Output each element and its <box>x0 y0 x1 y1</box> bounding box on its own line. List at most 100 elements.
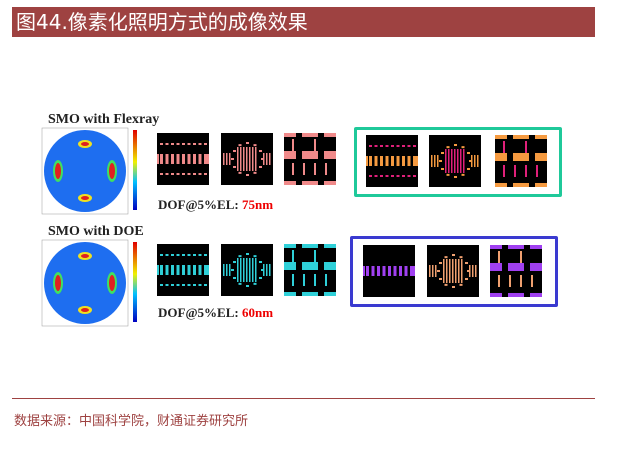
pattern-mark <box>461 146 465 149</box>
pattern-mark <box>231 158 234 160</box>
pattern-mark <box>303 163 305 175</box>
pattern-mark <box>471 155 473 167</box>
pattern-mark <box>246 142 249 144</box>
pattern-mark <box>263 153 265 165</box>
pattern-mark <box>284 181 336 185</box>
pattern-mark <box>182 154 185 164</box>
pattern-mark <box>385 156 389 166</box>
pattern-mark <box>446 259 448 283</box>
pattern-mark <box>461 259 463 283</box>
pattern-mark <box>439 278 443 280</box>
pattern-mark <box>182 143 185 145</box>
mask-pattern-lines <box>157 133 209 185</box>
pattern-mark <box>246 174 249 176</box>
pattern-mark <box>238 255 242 258</box>
pattern-mark <box>413 145 416 147</box>
pattern-mark <box>240 147 242 171</box>
pattern-mark <box>524 245 530 297</box>
pattern-mark <box>404 285 408 287</box>
pattern-mark <box>474 155 476 167</box>
pattern-mark <box>198 284 202 286</box>
pattern-mark <box>266 264 268 276</box>
pattern-mark <box>237 258 239 282</box>
pattern-mark <box>193 284 196 286</box>
pattern-mark <box>520 275 522 287</box>
pattern-mark <box>238 282 242 285</box>
pattern-mark <box>454 176 457 178</box>
pattern-mark <box>407 175 411 177</box>
pattern-mark <box>284 133 336 137</box>
pattern-mark <box>498 275 500 287</box>
pattern-mark <box>458 259 460 283</box>
pattern-mark <box>396 145 400 147</box>
pattern-mark <box>187 254 191 256</box>
pattern-mark <box>520 251 522 263</box>
pattern-mark <box>396 156 400 166</box>
pattern-mark <box>193 265 196 275</box>
pattern-mark <box>388 266 391 276</box>
pattern-mark <box>176 154 180 164</box>
pattern-mark <box>371 285 375 287</box>
pattern-mark <box>452 259 454 283</box>
pattern-mark <box>374 145 378 147</box>
pattern-mark <box>461 173 465 176</box>
pattern-mark <box>377 266 380 276</box>
pattern-mark <box>402 156 405 166</box>
pattern-mark <box>182 265 185 275</box>
pattern-mark <box>253 255 257 258</box>
pattern-mark <box>157 154 159 164</box>
pattern-mark <box>490 263 542 271</box>
pattern-mark <box>463 149 465 173</box>
pattern-mark <box>233 261 237 263</box>
pattern-mark <box>404 255 408 257</box>
pattern-mark <box>249 258 251 282</box>
pattern-mark <box>457 149 459 173</box>
pattern-mark <box>176 254 180 256</box>
result-pattern-circle <box>429 135 481 187</box>
pattern-mark <box>371 255 375 257</box>
pattern-mark <box>223 264 225 276</box>
pattern-mark <box>318 133 324 185</box>
pattern-mark <box>165 265 169 275</box>
pattern-mark <box>269 264 271 276</box>
pattern-mark <box>366 266 369 276</box>
divider <box>12 398 595 399</box>
pattern-mark <box>246 253 249 255</box>
pattern-mark <box>160 284 163 286</box>
pattern-mark <box>296 133 302 185</box>
pattern-mark <box>402 175 405 177</box>
pattern-mark <box>434 155 436 167</box>
pattern-mark <box>204 173 207 175</box>
pattern-mark <box>165 254 169 256</box>
pattern-mark <box>249 147 251 171</box>
pattern-mark <box>431 155 433 167</box>
dof-value: 60nm <box>241 305 274 320</box>
pattern-mark <box>171 143 174 145</box>
pattern-mark <box>187 173 191 175</box>
pattern-mark <box>204 254 207 256</box>
pattern-mark <box>503 165 505 177</box>
pattern-mark <box>187 284 191 286</box>
pattern-mark <box>198 173 202 175</box>
pattern-mark <box>366 255 369 257</box>
pattern-mark <box>193 173 196 175</box>
pattern-mark <box>448 149 450 173</box>
pattern-mark <box>507 135 513 187</box>
pattern-mark <box>441 152 445 154</box>
pattern-mark <box>269 153 271 165</box>
pattern-mark <box>204 284 207 286</box>
pattern-mark <box>413 156 416 166</box>
pattern-mark <box>171 284 174 286</box>
pattern-mark <box>399 285 402 287</box>
pattern-mark <box>490 293 542 297</box>
pattern-mark <box>525 141 527 153</box>
pattern-mark <box>165 284 169 286</box>
pattern-mark <box>292 274 294 286</box>
pattern-mark <box>369 175 372 177</box>
pattern-mark <box>452 286 455 288</box>
pattern-mark <box>253 144 257 147</box>
figure-title: 图44.像素化照明方式的成像效果 <box>12 7 595 37</box>
dof-value: 75nm <box>241 197 274 212</box>
pattern-mark <box>531 275 533 287</box>
pattern-mark <box>266 153 268 165</box>
